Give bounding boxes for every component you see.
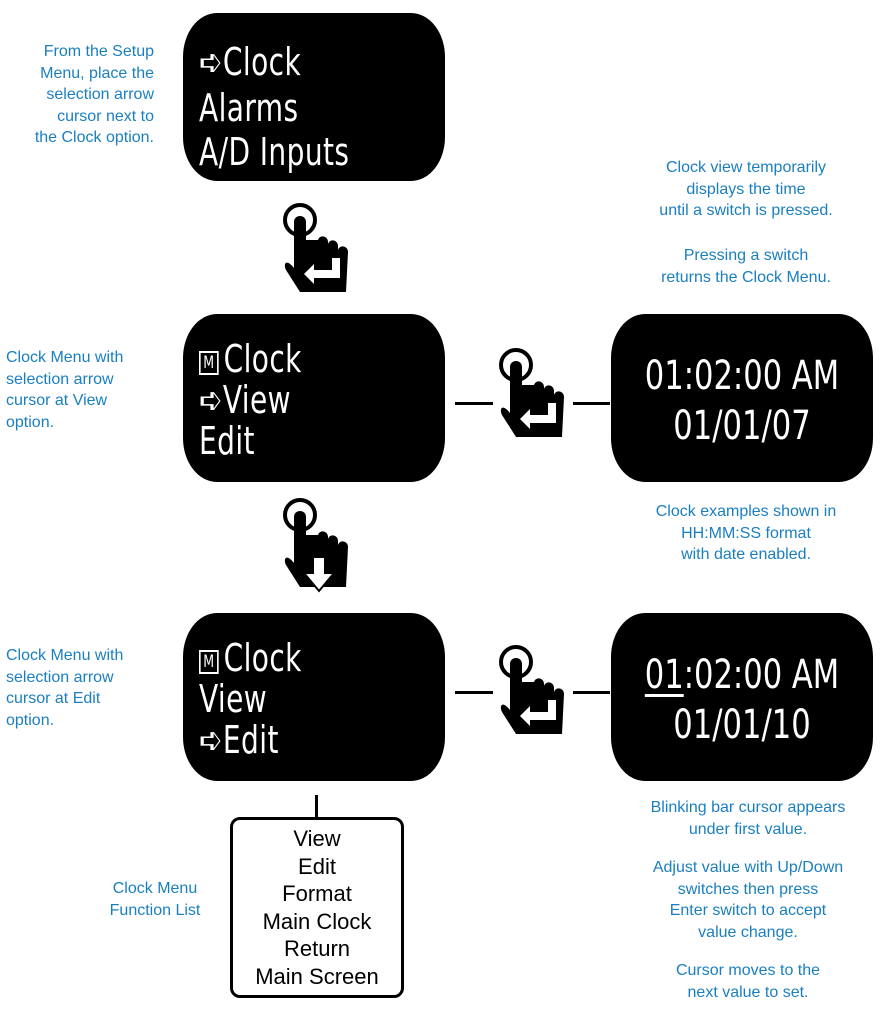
setup-menu-line-ad-inputs: A/D Inputs	[199, 130, 350, 174]
clock-edit-screen: 01:02:00 AM 01/01/10	[611, 613, 873, 781]
note-function-list-label: Clock Menu Function List	[109, 880, 201, 919]
setup-menu-line-clock: ➪Clock	[199, 40, 302, 84]
clock-time-edit-display: 01:02:00 AM	[644, 652, 840, 698]
clock-menu-edit-line: ➪Edit	[199, 718, 279, 762]
selection-arrow-icon: ➪	[199, 378, 223, 422]
hand-press-enter-icon	[283, 203, 348, 292]
note-blinking: Blinking bar cursor appears under first …	[650, 799, 846, 838]
clock-view-screen: 01:02:00 AM 01/01/07	[611, 314, 873, 482]
note-adjust: Adjust value with Up/Down switches then …	[652, 859, 844, 941]
connector-line	[315, 795, 318, 817]
connector-line	[573, 691, 610, 694]
menu-icon: M	[199, 650, 219, 674]
hand-press-enter-icon	[499, 348, 564, 437]
clock-menu-view-line: View	[199, 677, 268, 721]
hand-press-down-icon	[283, 498, 348, 593]
connector-line	[455, 691, 493, 694]
note-examples: Clock examples shown in HH:MM:SS format …	[655, 503, 837, 563]
clock-date-edit-display: 01/01/10	[673, 702, 811, 748]
note-setup-menu: From the Setup Menu, place the selection…	[34, 43, 154, 146]
function-list-item: Main Clock	[262, 908, 372, 934]
clock-date-display: 01/01/07	[673, 403, 811, 449]
setup-menu-line-alarms: Alarms	[199, 86, 299, 130]
clock-menu-function-list: View Edit Format Main Clock Return Main …	[230, 817, 404, 998]
note-clock-view: Clock view temporarily displays the time…	[659, 159, 833, 219]
function-list-item: Format	[282, 881, 352, 906]
clock-menu-edit-line: Edit	[199, 419, 255, 463]
blinking-cursor-value: 01	[644, 652, 684, 698]
note-view-option: Clock Menu with selection arrow cursor a…	[6, 349, 124, 431]
connector-line	[573, 402, 610, 405]
note-cursor-moves: Cursor moves to the next value to set.	[675, 962, 821, 1001]
function-list-item: Return	[283, 936, 351, 961]
function-list-item: Edit	[298, 853, 336, 879]
setup-menu-screen: ➪Clock Alarms A/D Inputs	[183, 13, 445, 181]
clock-menu-view-line: ➪View	[199, 378, 292, 422]
selection-arrow-icon: ➪	[199, 40, 223, 84]
note-edit-option: Clock Menu with selection arrow cursor a…	[6, 647, 124, 729]
function-list-item: Main Screen	[255, 963, 379, 989]
clock-time-display: 01:02:00 AM	[644, 353, 840, 399]
selection-arrow-icon: ➪	[199, 718, 223, 762]
note-pressing: Pressing a switch returns the Clock Menu…	[661, 247, 831, 286]
connector-line	[455, 402, 493, 405]
function-list-item: View	[293, 826, 341, 851]
menu-icon: M	[199, 351, 219, 375]
hand-press-enter-icon	[499, 645, 564, 734]
